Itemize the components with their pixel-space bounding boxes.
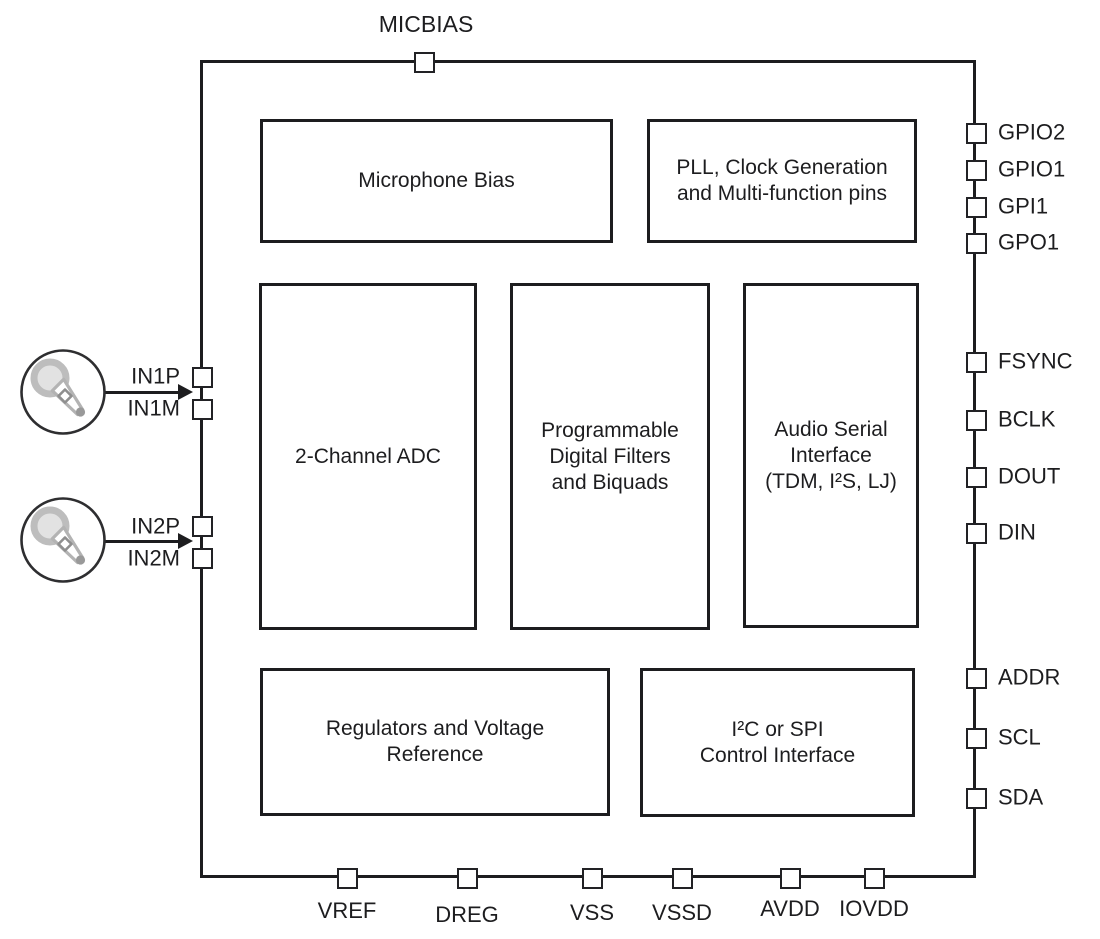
block-control-interface: I²C or SPI Control Interface xyxy=(640,668,915,817)
block-label: Reference xyxy=(386,743,484,766)
pin-label-in2m: IN2M xyxy=(127,545,180,571)
pin-gpi1 xyxy=(965,196,987,218)
block-label: (TDM, I²S, LJ) xyxy=(765,469,897,493)
pin-iovdd xyxy=(863,867,885,889)
pin-in1m xyxy=(191,398,213,420)
block-digital-filters: Programmable Digital Filters and Biquads xyxy=(510,283,710,630)
pin-in1p xyxy=(191,366,213,388)
pin-avdd xyxy=(779,867,801,889)
pin-label-din: DIN xyxy=(998,519,1036,545)
pin-label-sda: SDA xyxy=(998,784,1044,810)
pin-dout xyxy=(965,466,987,488)
block-label: Interface xyxy=(790,443,872,467)
pin-label-gpo1: GPO1 xyxy=(998,229,1060,255)
pin-label-gpio1: GPIO1 xyxy=(998,156,1066,182)
pin-label-micbias: MICBIAS xyxy=(378,11,474,37)
block-2-channel-adc: 2-Channel ADC xyxy=(259,283,477,630)
block-regulators: Regulators and Voltage Reference xyxy=(260,668,610,816)
mic2-arrow-line xyxy=(105,539,180,543)
pin-label-dout: DOUT xyxy=(998,463,1061,489)
pin-scl xyxy=(965,727,987,749)
pin-vss xyxy=(581,867,603,889)
block-label: and Multi-function pins xyxy=(676,182,888,205)
pin-vssd xyxy=(671,867,693,889)
pin-label-in2p: IN2P xyxy=(131,513,180,539)
pin-label-avdd: AVDD xyxy=(760,896,820,921)
mic2-arrow-head xyxy=(178,533,193,549)
block-label: Programmable xyxy=(541,418,679,442)
pin-addr xyxy=(965,667,987,689)
pin-label-fsync: FSYNC xyxy=(998,348,1073,374)
pin-label-gpio2: GPIO2 xyxy=(998,119,1066,145)
mic1-arrow-line xyxy=(105,390,180,394)
pin-label-bclk: BCLK xyxy=(998,406,1056,432)
block-label: PLL, Clock Generation xyxy=(676,156,888,179)
pin-bclk xyxy=(965,409,987,431)
pin-label-in1p: IN1P xyxy=(131,363,180,389)
pin-label-in1m: IN1M xyxy=(127,395,180,421)
block-label: Microphone Bias xyxy=(358,169,515,192)
block-label: Digital Filters xyxy=(549,444,671,468)
pin-din xyxy=(965,522,987,544)
pin-label-vss: VSS xyxy=(569,900,615,925)
block-pll-clock-generation: PLL, Clock Generation and Multi-function… xyxy=(647,119,917,243)
pin-dreg xyxy=(456,867,478,889)
pin-label-addr: ADDR xyxy=(998,664,1061,690)
pin-label-gpi1: GPI1 xyxy=(998,193,1049,219)
pin-in2m xyxy=(191,547,213,569)
pin-label-vssd: VSSD xyxy=(652,900,712,925)
microphone-icon xyxy=(20,349,106,435)
pin-micbias xyxy=(413,51,435,73)
block-label: Control Interface xyxy=(699,743,856,767)
pin-label-vref: VREF xyxy=(317,898,377,923)
pin-gpo1 xyxy=(965,232,987,254)
pin-label-dreg: DREG xyxy=(435,902,499,927)
microphone-icon xyxy=(20,497,106,583)
pin-fsync xyxy=(965,351,987,373)
pin-sda xyxy=(965,787,987,809)
block-label: I²C or SPI xyxy=(731,717,824,741)
block-audio-serial-interface: Audio Serial Interface (TDM, I²S, LJ) xyxy=(743,283,919,628)
pin-label-scl: SCL xyxy=(998,724,1041,750)
mic1-arrow-head xyxy=(178,384,193,400)
pin-vref xyxy=(336,867,358,889)
block-label: and Biquads xyxy=(551,470,669,494)
block-microphone-bias: Microphone Bias xyxy=(260,119,613,243)
block-label: Regulators and Voltage xyxy=(325,717,545,740)
block-label: 2-Channel ADC xyxy=(295,444,441,468)
block-label: Audio Serial xyxy=(774,417,888,441)
pin-gpio1 xyxy=(965,159,987,181)
pin-in2p xyxy=(191,515,213,537)
pin-gpio2 xyxy=(965,122,987,144)
pin-label-iovdd: IOVDD xyxy=(839,896,909,921)
